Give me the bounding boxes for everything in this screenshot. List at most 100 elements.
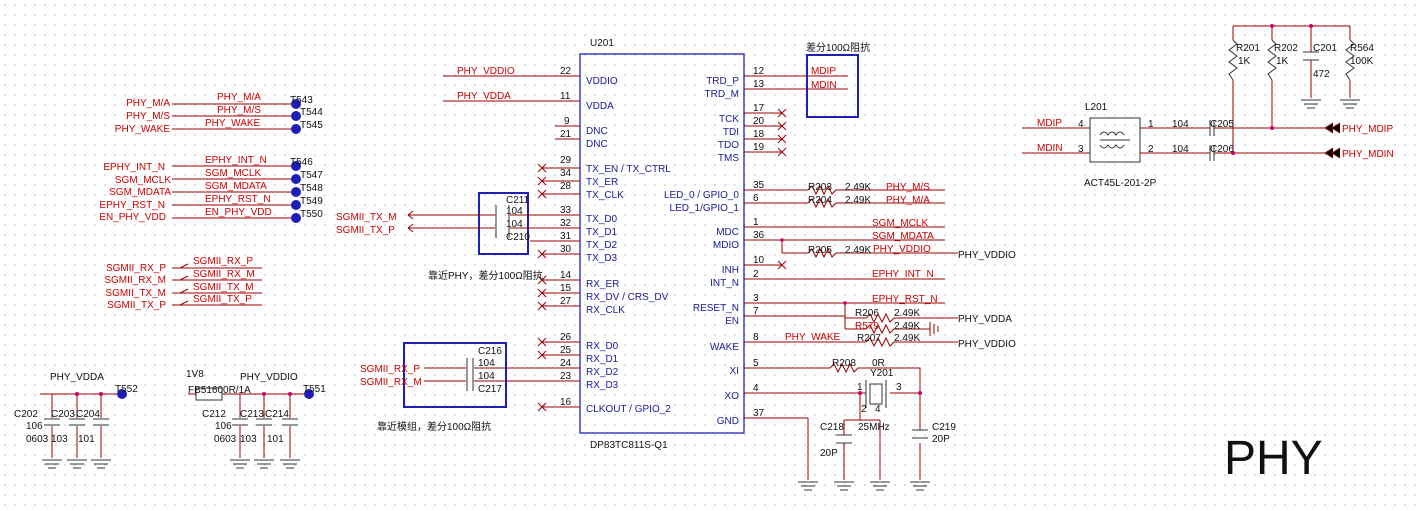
l201-pin-3: 3 [1078, 144, 1084, 155]
pin-num: 29 [560, 155, 572, 166]
ctrl-ephy-int-n-alias: EPHY_INT_N [205, 155, 267, 166]
net-phy-vdda[interactable]: PHY_VDDA [457, 91, 511, 102]
pin-name: RX_DV / CRS_DV [586, 292, 669, 303]
tp-t551[interactable] [304, 389, 314, 399]
c201-value: 472 [1313, 69, 1330, 80]
y201-pin-2: 2 [861, 404, 867, 415]
ctrl-sgm-mdata[interactable]: SGM_MDATA [109, 187, 171, 198]
c216-value: 104 [478, 358, 495, 369]
pin-name: EN [725, 316, 739, 327]
sgmii-tx-p-label[interactable]: SGMII_TX_P [107, 300, 166, 311]
net-phy-ms-led[interactable]: PHY_M/S [886, 182, 930, 193]
tp-t545: T545 [300, 120, 323, 131]
net-sgmii-tx-p[interactable]: SGMII_TX_P [336, 225, 395, 236]
c212-package: 0603 [214, 434, 237, 445]
pin-name: VDDA [586, 101, 614, 112]
net-sgm-mdata-chip[interactable]: SGM_MDATA [872, 231, 934, 242]
r564-ref: R564 [1350, 43, 1374, 54]
test-points-ctrl[interactable] [291, 99, 301, 223]
net-ephy-rst-n-chip[interactable]: EPHY_RST_N [872, 294, 938, 305]
l201-in-mdip[interactable]: MDIP [1037, 118, 1062, 129]
c202-value: 106 [26, 421, 43, 432]
net-phy-vddio-port-2[interactable]: PHY_VDDIO [958, 339, 1016, 350]
sgmii-rx-impedance-box [403, 342, 507, 408]
ctrl-phy-ma-alias: PHY_M/A [217, 92, 261, 103]
pin-num: 15 [560, 283, 572, 294]
pin-name: XO [725, 391, 740, 402]
pin-name: WAKE [710, 342, 739, 353]
sgmii-rx-p-label[interactable]: SGMII_RX_P [106, 263, 166, 274]
c214-ref: C214 [265, 409, 289, 420]
pin-num: 11 [560, 91, 571, 102]
net-phy-vddio[interactable]: PHY_VDDIO [457, 66, 515, 77]
c211-value: 104 [506, 206, 523, 217]
phy-chip-u201[interactable]: U201 DP83TC811S-Q1 [505, 38, 945, 451]
ctrl-sgm-mclk-alias: SGM_MCLK [205, 168, 261, 179]
vddio-src-label: 1V8 [186, 369, 204, 380]
c203-ref: C203 [51, 409, 75, 420]
r206-value: 2.49K [894, 308, 920, 319]
c203-value: 103 [51, 434, 68, 445]
pin-num: 31 [560, 231, 572, 242]
sgmii-tx-m-label[interactable]: SGMII_TX_M [105, 288, 166, 299]
ctrl-ephy-rst-n[interactable]: EPHY_RST_N [99, 200, 165, 211]
pin-num: 35 [753, 180, 765, 191]
ctrl-phy-wake[interactable]: PHY_WAKE [115, 124, 171, 135]
pin-num: 5 [753, 358, 759, 369]
c212-value: 106 [215, 421, 232, 432]
pin-name: GND [717, 416, 739, 427]
net-phy-mdip[interactable]: PHY_MDIP [1342, 124, 1393, 135]
pin-name: MDIO [713, 240, 739, 251]
r205-ref: R205 [808, 245, 832, 256]
net-phy-mdin[interactable]: PHY_MDIN [1342, 149, 1394, 160]
sgmii-rx-m-label[interactable]: SGMII_RX_M [104, 275, 166, 286]
pin-num: 17 [753, 103, 765, 114]
net-mdip[interactable]: MDIP [811, 66, 836, 77]
c218-value: 20P [820, 448, 838, 459]
pin-num: 9 [564, 116, 570, 127]
net-mdin[interactable]: MDIN [811, 80, 837, 91]
r207-value: 2.49K [894, 333, 920, 344]
tp-t552[interactable] [117, 389, 127, 399]
ctrl-ephy-int-n[interactable]: EPHY_INT_N [103, 162, 165, 173]
net-phy-wake-chip[interactable]: PHY_WAKE [785, 332, 841, 343]
net-phy-ma-led[interactable]: PHY_M/A [886, 195, 930, 206]
pin-name: VDDIO [586, 76, 618, 87]
sgmii-tx-p-alias: SGMII_TX_P [193, 294, 252, 305]
pin-num: 36 [753, 230, 765, 241]
net-phy-vddio-pull[interactable]: PHY_VDDIO [873, 244, 931, 255]
net-sgmii-rx-m[interactable]: SGMII_RX_M [360, 377, 422, 388]
c211-ref: C211 [506, 195, 530, 206]
sgmii-rx-note: 靠近模组，差分100Ω阻抗 [377, 420, 491, 433]
l201-pin-2: 2 [1148, 144, 1154, 155]
c206-value: 104 [1172, 144, 1189, 155]
tp-t551-label: T551 [303, 384, 326, 395]
ctrl-phy-ma[interactable]: PHY_M/A [126, 98, 170, 109]
net-sgm-mclk-chip[interactable]: SGM_MCLK [872, 218, 928, 229]
pin-num: 1 [753, 217, 759, 228]
pin-name: TX_D1 [586, 227, 618, 238]
l201-pin-1: 1 [1148, 119, 1154, 130]
r206-ref: R206 [855, 308, 879, 319]
pin-num: 27 [560, 296, 572, 307]
c213-value: 103 [240, 434, 257, 445]
ctrl-sgm-mclk[interactable]: SGM_MCLK [115, 175, 171, 186]
pin-name: TRD_M [705, 89, 739, 100]
net-sgmii-rx-p[interactable]: SGMII_RX_P [360, 364, 420, 375]
pin-num: 28 [560, 181, 572, 192]
net-ephy-int-n-chip[interactable]: EPHY_INT_N [872, 269, 934, 280]
pin-num: 13 [753, 79, 765, 90]
pin-name: RX_D3 [586, 380, 619, 391]
ctrl-phy-ms[interactable]: PHY_M/S [126, 111, 170, 122]
tp-t543: T543 [290, 95, 313, 106]
pin-name: LED_0 / GPIO_0 [664, 190, 739, 201]
pin-name: XI [730, 366, 739, 377]
net-phy-vddio-port-1[interactable]: PHY_VDDIO [958, 250, 1016, 261]
ctrl-en-phy-vdd[interactable]: EN_PHY_VDD [99, 212, 166, 223]
c213-ref: C213 [240, 409, 264, 420]
net-phy-vdda-port[interactable]: PHY_VDDA [958, 314, 1012, 325]
net-sgmii-tx-m[interactable]: SGMII_TX_M [336, 212, 397, 223]
r205-value: 2.49K [845, 245, 871, 256]
pin-name: DNC [586, 139, 608, 150]
l201-in-mdin[interactable]: MDIN [1037, 143, 1063, 154]
